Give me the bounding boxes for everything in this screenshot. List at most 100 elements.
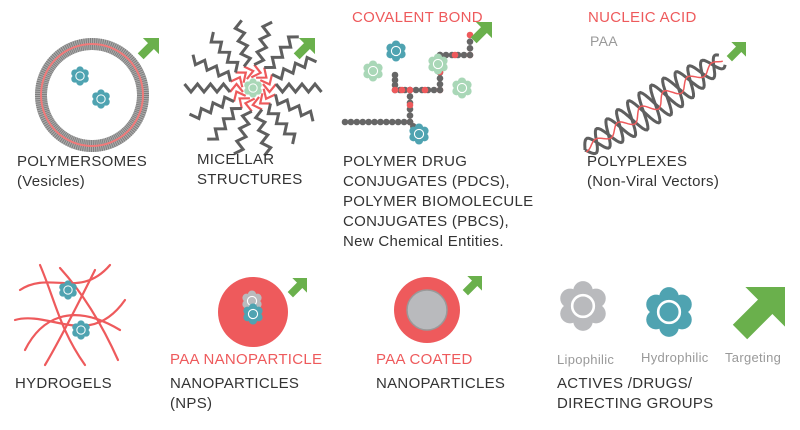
label-line: New Chemical Entities. <box>343 233 504 250</box>
polymer-bead <box>406 93 414 100</box>
label-line: DIRECTING GROUPS <box>557 395 714 412</box>
polymer-bead <box>466 45 474 52</box>
polymer-bead <box>359 118 367 126</box>
covalent-bond-header: COVALENT BOND <box>352 9 483 26</box>
polymersomes-label: POLYMERSOMES (Vesicles) <box>17 152 147 192</box>
label-line: (Vesicles) <box>17 173 86 190</box>
paa-coated-header: PAA COATED <box>376 351 473 368</box>
targeting-icon <box>732 287 785 340</box>
polymer-bead <box>394 118 402 126</box>
polymer-bead <box>466 51 474 59</box>
hydrophilic-chain <box>274 81 323 95</box>
covalent-bond-bead <box>406 101 414 109</box>
label-line: POLYMER DRUG <box>343 153 468 170</box>
micelle-graphic <box>183 19 323 157</box>
hydrophilic-drug-icon <box>91 89 111 109</box>
polymer-bead <box>436 75 444 82</box>
targeting-label: Targeting <box>725 350 782 365</box>
polymer-bead <box>391 71 399 79</box>
coated-nanoparticles-label: NANOPARTICLES <box>376 375 506 392</box>
hydrophilic-drug-icon <box>385 40 407 62</box>
label-line: NANOPARTICLES <box>170 375 300 392</box>
hydrophobic-chain <box>238 97 250 109</box>
polymer-bead <box>442 51 450 59</box>
lipophilic-label: Lipophilic <box>557 352 615 367</box>
hydrophobic-chain <box>229 82 244 93</box>
nucleic-acid-header: NUCLEIC ACID <box>588 9 697 26</box>
polymer-bead <box>341 118 349 126</box>
polyplex-helix-graphic <box>583 53 727 156</box>
hydrophobic-chain <box>230 75 244 88</box>
hydrophobic-chain <box>258 93 271 105</box>
hydrophilic-chain <box>266 103 297 145</box>
hydrophilic-chain <box>253 108 274 157</box>
polymer-bead <box>400 118 408 126</box>
targeting-arrow-icon <box>726 42 746 62</box>
hydrophilic-chain <box>232 19 253 68</box>
label-line: ACTIVES /DRUGS/ <box>557 375 693 392</box>
label-line: POLYMERSOMES <box>17 153 148 170</box>
label-line: CONJUGATES (PDCS), <box>343 173 510 190</box>
hydrophilic-chain <box>271 55 318 81</box>
polymer-bead <box>430 86 438 94</box>
conjugates-label: POLYMER DRUG CONJUGATES (PDCS), POLYMER … <box>343 152 533 252</box>
hydrophobic-chain <box>232 90 247 102</box>
nucleic-acid-strand <box>585 60 723 153</box>
polymer-bead <box>436 80 444 88</box>
hydrophobic-chain <box>250 64 263 79</box>
polymer-bead <box>377 118 384 126</box>
hydrophilic-chain <box>183 81 232 95</box>
coated-nanoparticle-graphic <box>394 276 482 343</box>
polymer-bead <box>391 76 399 84</box>
hydrogels-label: HYDROGELS <box>15 375 112 392</box>
actives-label: ACTIVES /DRUGS/DIRECTING GROUPS <box>557 374 713 414</box>
hydrophobic-chain <box>262 83 277 94</box>
polymer-bead <box>388 118 396 126</box>
label-line: (Non-Viral Vectors) <box>587 173 720 190</box>
hydrophobic-chain <box>251 96 263 111</box>
hydrogel-graphic <box>13 263 127 367</box>
polymersome-graphic <box>35 38 159 152</box>
lipophilic-icon <box>558 280 608 332</box>
polymer-bead <box>436 86 444 94</box>
nanoparticles-label: NANOPARTICLES (NPS) <box>170 374 299 414</box>
polymer-bead <box>412 86 420 94</box>
paa-header: PAA <box>590 33 618 49</box>
label-line: MICELLAR <box>197 151 275 168</box>
label-line: POLYPLEXES <box>587 153 688 170</box>
polymer-bead <box>406 112 414 119</box>
paa-strand <box>583 58 727 151</box>
hydrophobic-chain <box>259 74 274 86</box>
hydrophilic-chain <box>191 54 232 82</box>
hydrophobic-chain <box>256 67 268 79</box>
hydrophilic-drug-icon <box>70 66 90 86</box>
hydrophilic-label: Hydrophilic <box>641 350 709 365</box>
hydrophobic-chain <box>243 65 255 80</box>
hydrophobic-chain <box>262 88 276 101</box>
polymer-bead <box>466 38 474 45</box>
hydrophilic-icon <box>644 286 694 338</box>
hydrophilic-chain <box>264 35 299 69</box>
targeting-arrow-icon <box>287 278 307 298</box>
drug-icon <box>451 77 473 99</box>
targeting-arrow-icon <box>462 276 482 296</box>
covalent-bond-bead <box>398 86 406 94</box>
polyplexes-label: POLYPLEXES (Non-Viral Vectors) <box>587 152 719 192</box>
polymer-bead <box>371 118 378 126</box>
hydrophobic-chain <box>235 71 248 83</box>
nanoparticle-graphic <box>218 277 307 347</box>
hydrophilic-chain <box>274 94 315 122</box>
label-line: (NPS) <box>170 395 213 412</box>
label-line: POLYMER BIOMOLECULE <box>343 193 534 210</box>
hydrophilic-drug-icon <box>71 320 91 340</box>
hydrophilic-chain <box>233 109 253 156</box>
polymer-bead <box>383 118 390 126</box>
label-line: CONJUGATES (PBCS), <box>343 213 509 230</box>
hydrophilic-chain <box>188 95 235 121</box>
polymer-bead <box>391 81 399 89</box>
covalent-bond-bead <box>421 86 429 94</box>
hydrophobic-chain <box>243 97 256 112</box>
